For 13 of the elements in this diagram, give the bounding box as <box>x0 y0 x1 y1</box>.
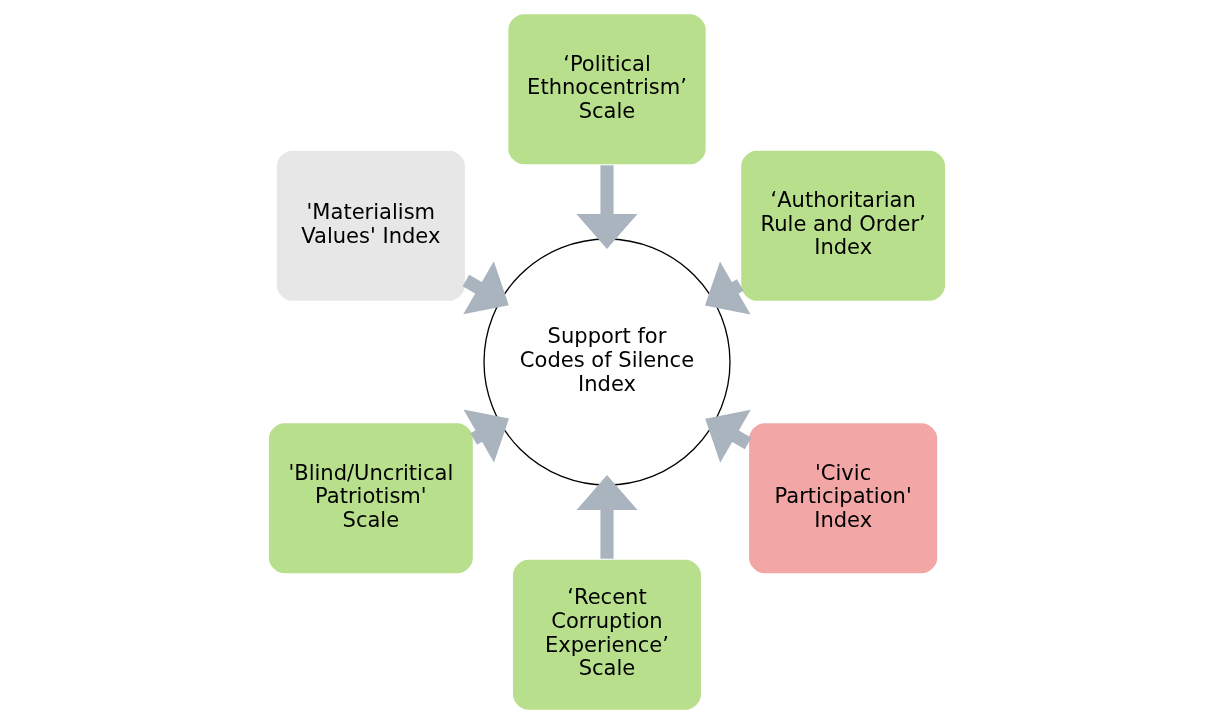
arrow <box>704 409 751 463</box>
arrow <box>462 261 509 315</box>
node-box: 'Blind/Uncritical Patriotism' Scale <box>267 422 474 575</box>
node-box: ‘Recent Corruption Experience’ Scale <box>511 558 702 711</box>
node-circle: Support for Codes of Silence Index <box>482 238 731 486</box>
node-box: ‘Authoritarian Rule and Order’ Index <box>739 149 946 302</box>
arrow <box>704 261 751 315</box>
arrow <box>462 409 509 463</box>
arrow <box>575 475 638 559</box>
node-box: 'Civic Participation' Index <box>747 422 938 575</box>
node-box: ‘Political Ethnocentrism’ Scale <box>506 13 707 166</box>
arrow <box>575 165 638 249</box>
node-box: 'Materialism Values' Index <box>275 149 466 302</box>
